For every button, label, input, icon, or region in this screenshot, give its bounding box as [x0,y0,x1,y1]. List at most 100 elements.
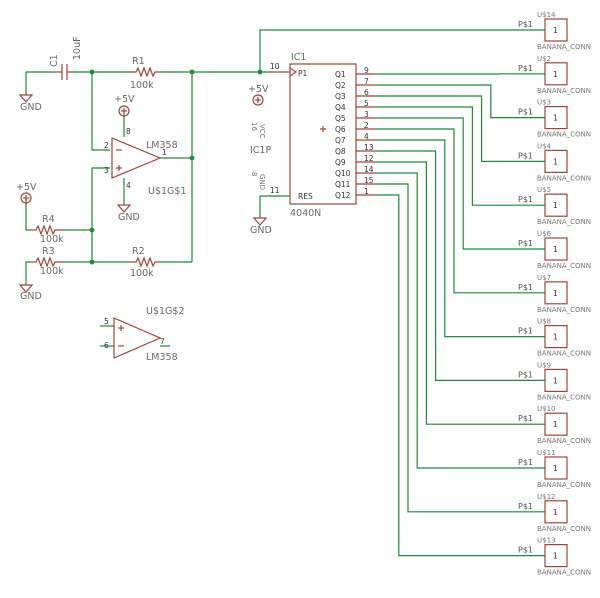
r3-value: 100k [40,266,64,277]
c1-value: 10uF [72,36,83,60]
r3-ref: R3 [42,246,55,257]
ic-output-name: Q9 [335,158,346,167]
ic-output-name: Q6 [335,125,346,134]
junction-dot [189,155,195,161]
ic-output-name: Q8 [335,147,346,156]
opamp-2: 5 6 7 U$1G$2 LM358 [100,306,185,363]
connector-part: BANANA_CONN [537,87,591,95]
connectors: U$14P$11BANANA_CONNU$2P$11BANANA_CONNU$3… [518,11,591,577]
connector-part: BANANA_CONN [537,43,591,51]
connector-pin-number: 1 [553,376,558,385]
ic-output-pin-number: 6 [364,88,369,97]
vcc-symbol-opamp: +5V [114,94,135,117]
op2-pin-noninv: 6 [104,341,109,350]
connector-ref: U$4 [537,142,552,150]
connector-pin-label: P$1 [518,414,533,423]
op1-pin-vcc: 8 [126,127,131,136]
r4-ref: R4 [42,214,55,225]
connector-body [544,62,568,86]
connector-pin-number: 1 [553,201,558,210]
connector-ref: U$12 [537,493,555,501]
connector-pin-number: 1 [553,333,558,342]
gnd-label: GND [250,225,272,236]
op1-pin-inv: 2 [104,141,109,150]
ic-ref: IC1 [291,52,306,63]
r1-ref: R1 [132,56,145,67]
connector-body [544,193,568,217]
connector-pin-label: P$1 [518,283,533,292]
vcc-symbol-r4: +5V [16,182,37,204]
op1-pin-gnd: 4 [126,181,131,190]
connector-pin-label: P$1 [518,327,533,336]
vcc-label: +5V [248,84,269,95]
ic1p-gnd-label: GND [258,174,266,190]
connector-body [544,281,568,305]
ic-output-name: Q1 [335,70,346,79]
output-route-wire [376,95,545,162]
ic-output-name: Q5 [335,114,346,123]
op2-pin-inv: 5 [104,317,109,326]
ic-output-name: Q12 [335,191,351,200]
connector-part: BANANA_CONN [537,569,591,577]
gnd-symbol-r3: GND [18,284,42,302]
junction-dot [89,227,95,233]
ic-output-pin-number: 4 [364,132,369,141]
ic-clk-label: P1 [298,69,308,78]
connector-pin-number: 1 [553,114,558,123]
connector-part: BANANA_CONN [537,350,591,358]
connector-pin-number: 1 [553,420,558,429]
connector-ref: U$5 [537,186,551,194]
output-route-wire [376,139,545,338]
ic-output-pin-number: 15 [364,176,374,185]
wire-noninv [91,167,110,262]
connector-body [544,149,568,173]
r2-ref: R2 [132,246,145,257]
output-route-wire [376,183,545,513]
connector-body [544,500,568,524]
connector-part: BANANA_CONN [537,131,591,139]
gnd-symbol-ic: GND [250,217,272,236]
connector-pin-number: 1 [553,157,558,166]
resistor-r3: R3 100k [30,246,65,277]
gnd-label: GND [118,212,140,223]
vcc-label: +5V [16,182,37,193]
op2-pin-out: 7 [160,337,165,346]
connector-part: BANANA_CONN [537,393,591,401]
connector-ref: U$14 [537,11,556,19]
output-route-wire [376,150,545,381]
ic-power-pins: 16 VCC IC1P 8 GND [250,122,271,190]
connector-pin-number: 1 [553,552,558,561]
connector-part: BANANA_CONN [537,481,591,489]
ic1p-vcc-pin: 16 [250,122,258,131]
r4-value: 100k [40,234,64,245]
connector-ref: U$13 [537,537,555,545]
wire-5v-r4 [25,198,30,231]
connector-body [544,237,568,261]
ic-output-pin-number: 3 [364,110,369,119]
vcc-symbol-ic: +5V [248,84,269,106]
gnd-symbol-opamp: GND [116,204,140,223]
connector-ref: U$6 [537,230,552,238]
op1-pin-noninv: 3 [104,166,109,175]
connector-pin-label: P$1 [518,546,533,555]
connector-pin-number: 1 [553,289,558,298]
output-route-wire [376,128,545,294]
ic-output-name: Q4 [335,103,346,112]
connector-body [544,543,568,568]
r1-value: 100k [130,80,154,91]
resistor-r1: R1 100k [130,56,160,91]
connector-ref: U$3 [537,99,551,107]
ic-res-pin: 11 [270,186,280,195]
ic-output-name: Q7 [335,136,346,145]
connector-pin-label: P$1 [518,64,533,73]
wire-inv [91,72,110,151]
connector-pin-number: 1 [553,464,558,473]
connector-part: BANANA_CONN [537,174,591,182]
connector-pin-label: P$1 [518,370,533,379]
